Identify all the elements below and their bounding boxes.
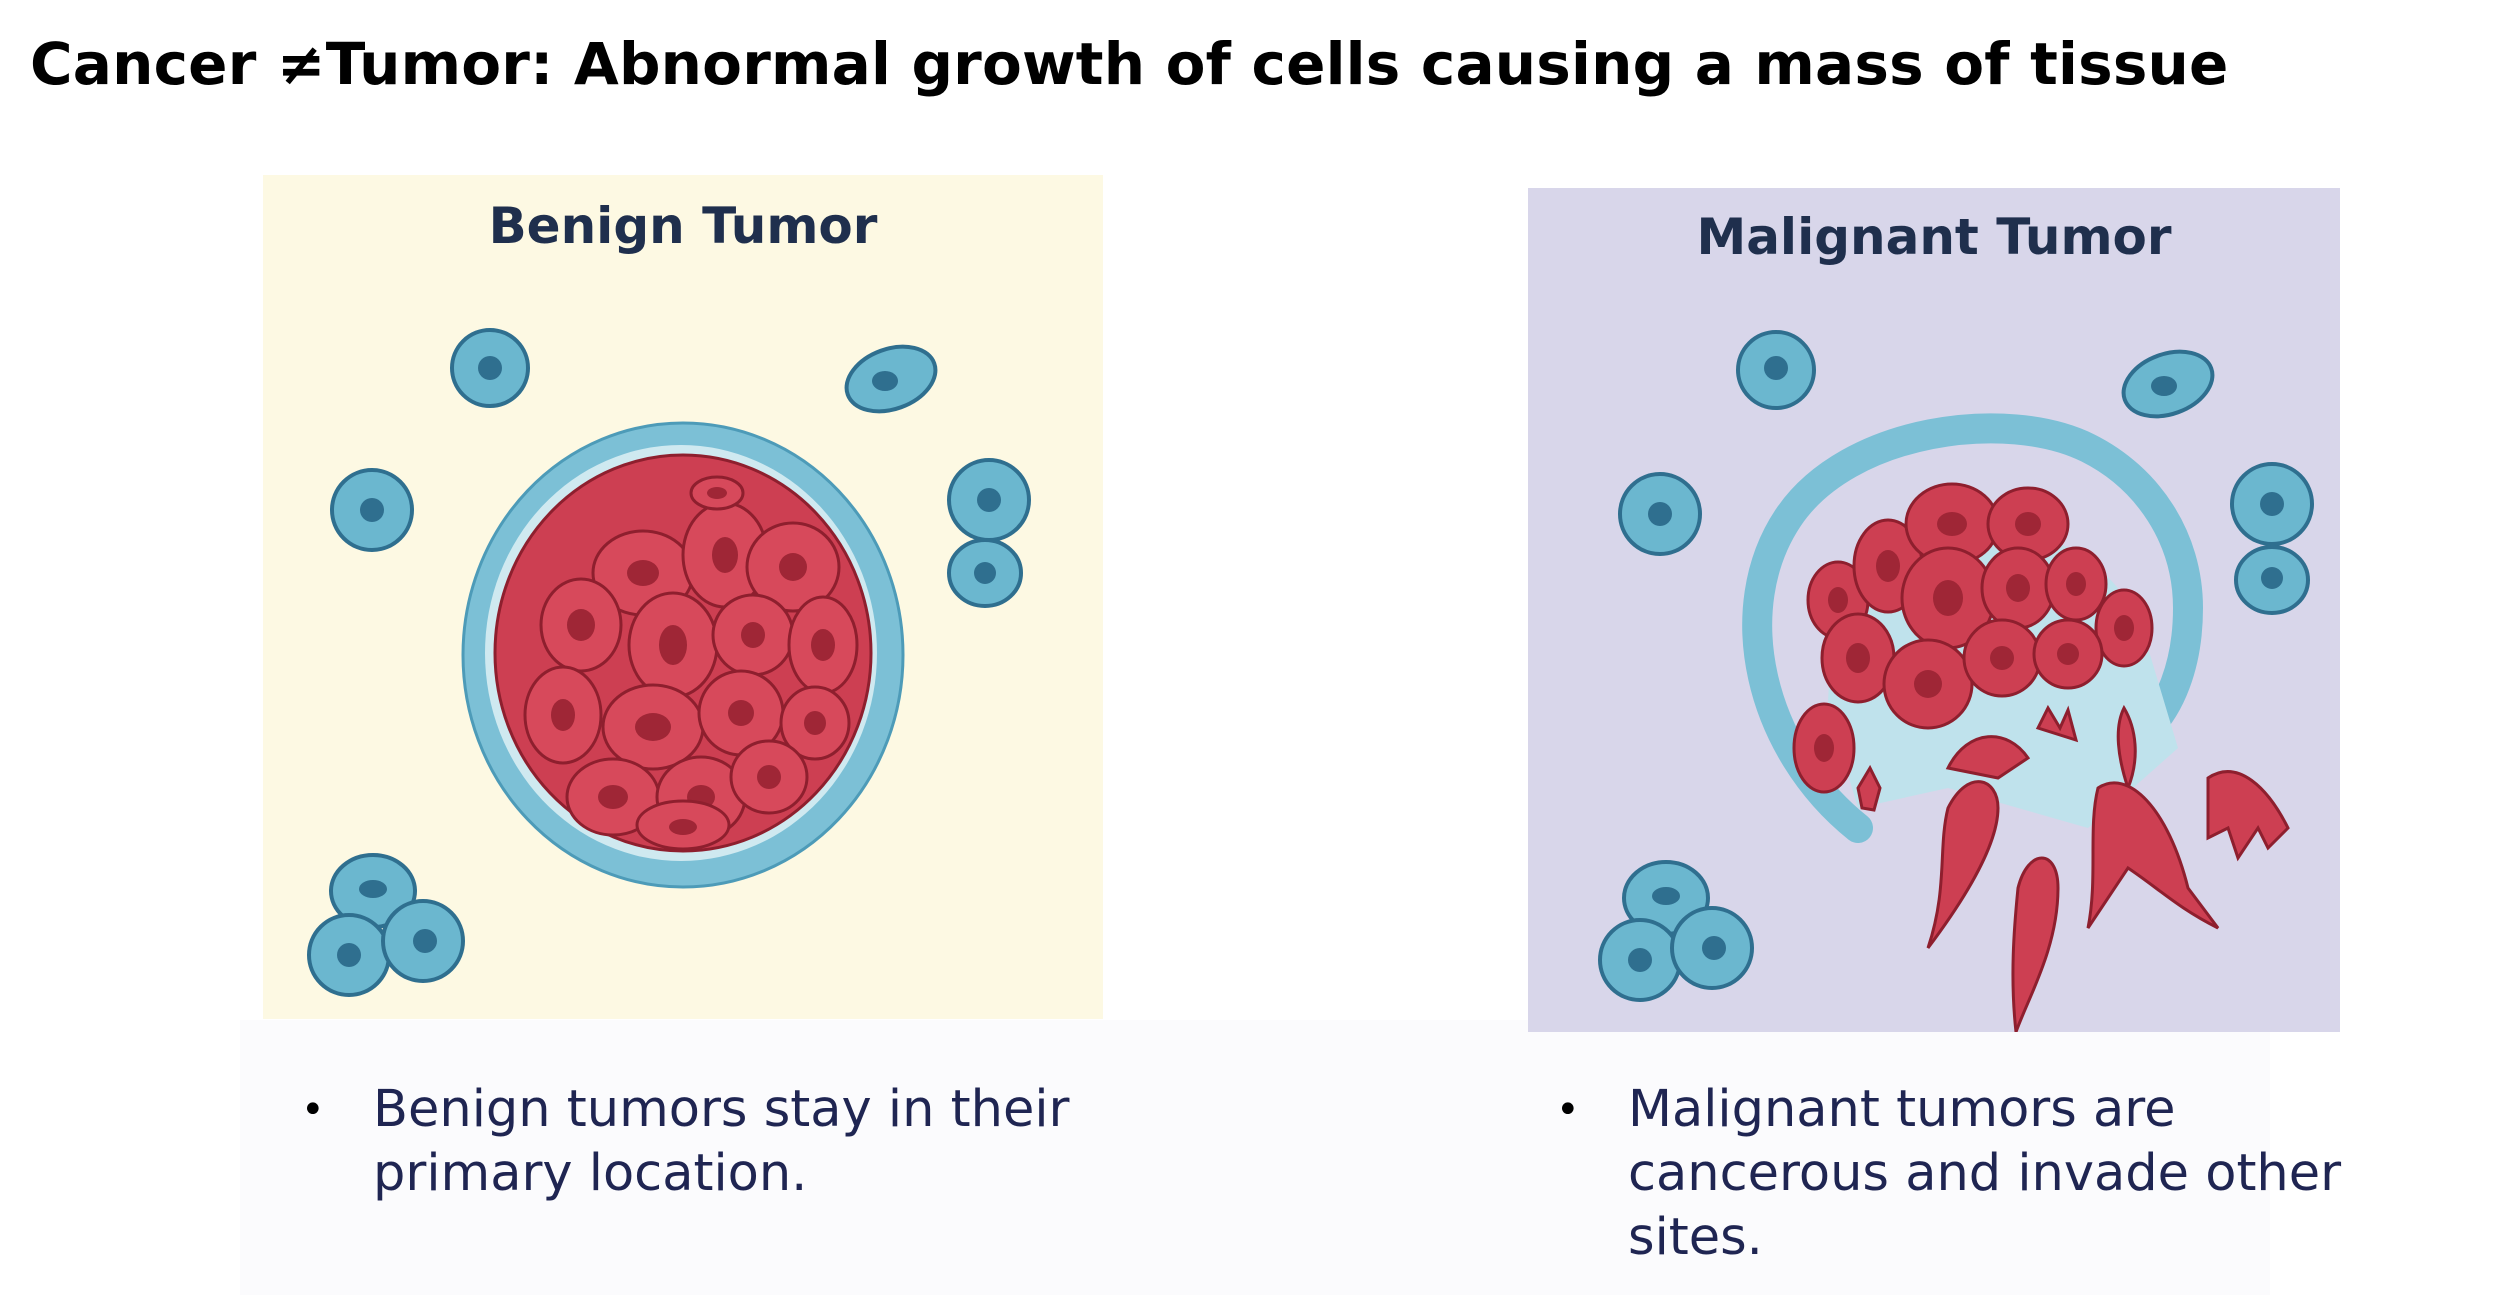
malignant-description-text: Malignant tumors are cancerous and invad… [1628,1080,2342,1267]
invading-cells [1856,704,2290,1032]
benign-description-text: Benign tumors stay in their primary loca… [373,1080,1070,1203]
caption-band [240,1020,2270,1295]
normal-cells [1598,330,2314,1002]
malignant-tumor-heading: Malignant Tumor [1696,208,2172,266]
tumor-cells [1792,482,2154,794]
normal-cells [307,328,1031,997]
benign-description: • Benign tumors stay in their primary lo… [301,1078,1133,1206]
malignant-tumor-svg [1528,188,2340,1032]
benign-tumor-heading: Benign Tumor [488,197,878,255]
slide-title: Cancer ≠Tumor: Abnormal growth of cells … [30,30,2229,98]
tumor-cells [493,453,873,853]
bullet-dot: • [301,1087,325,1133]
malignant-description: • Malignant tumors are cancerous and inv… [1556,1078,2348,1270]
malignant-tumor-illustration: Malignant Tumor [1528,188,2340,1032]
benign-tumor-illustration: Benign Tumor [263,175,1103,1019]
bullet-dot: • [1556,1087,1580,1133]
benign-tumor-svg [263,175,1103,1019]
broken-capsule [1742,413,2204,843]
